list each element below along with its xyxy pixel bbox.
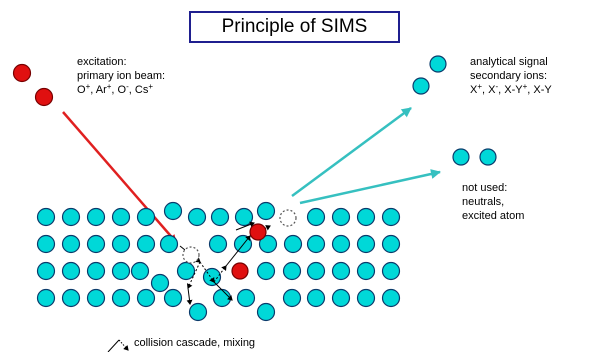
lattice-atom (38, 209, 55, 226)
secondary-ion (413, 78, 429, 94)
neutral-atom (453, 149, 469, 165)
lattice-atom (238, 290, 255, 307)
atom-lattice (38, 203, 400, 321)
lattice-atom (333, 209, 350, 226)
lattice-atom (152, 275, 169, 292)
lattice-atom (63, 236, 80, 253)
lattice-atom (358, 290, 375, 307)
secondary-ion-list: X+, X-, X-Y+, X-Y (470, 83, 552, 97)
lattice-atom (212, 209, 229, 226)
lattice-atom (165, 290, 182, 307)
lattice-atom (358, 263, 375, 280)
collision-cascade-icon (108, 340, 128, 352)
vacancy (183, 247, 199, 263)
excitation-label: excitation: primary ion beam: O+, Ar+, O… (77, 55, 165, 97)
lattice-atom (333, 263, 350, 280)
not-used-line1: not used: (462, 181, 524, 195)
lattice-atom (178, 263, 195, 280)
lattice-atom (308, 290, 325, 307)
analytical-signal-label: analytical signal secondary ions: X+, X-… (470, 55, 552, 97)
lattice-atom (63, 290, 80, 307)
lattice-atom (358, 236, 375, 253)
lattice-atom (38, 263, 55, 280)
lattice-atom (214, 290, 231, 307)
not-used-label: not used: neutrals, excited atom (462, 181, 524, 223)
not-used-line3: excited atom (462, 209, 524, 223)
lattice-atom (113, 263, 130, 280)
not-used-line2: neutrals, (462, 195, 524, 209)
primary-ion (36, 89, 53, 106)
lattice-atom (88, 263, 105, 280)
lattice-atom (113, 290, 130, 307)
collision-cascade-label: collision cascade, mixing (134, 336, 255, 350)
lattice-atom (204, 269, 221, 286)
lattice-atom (358, 209, 375, 226)
lattice-atom (88, 209, 105, 226)
lattice-atom (236, 209, 253, 226)
lattice-atom (258, 304, 275, 321)
lattice-atom (308, 263, 325, 280)
primary-ion-embedded (250, 224, 266, 240)
lattice-atom (113, 209, 130, 226)
lattice-atom (88, 290, 105, 307)
lattice-atom (38, 236, 55, 253)
excitation-line1: excitation: (77, 55, 165, 69)
primary-ion-list: O+, Ar+, O-, Cs+ (77, 83, 165, 97)
analytical-line1: analytical signal (470, 55, 552, 69)
diagram-title: Principle of SIMS (189, 11, 400, 43)
secondary-ion (430, 56, 446, 72)
lattice-atom (383, 236, 400, 253)
lattice-atom (189, 209, 206, 226)
lattice-atom (285, 236, 302, 253)
lattice-atom (165, 203, 182, 220)
lattice-atom (333, 290, 350, 307)
neutral-atom (480, 149, 496, 165)
neutral-arrow (300, 172, 440, 203)
lattice-atom (138, 209, 155, 226)
excitation-line2: primary ion beam: (77, 69, 165, 83)
lattice-atom (132, 263, 149, 280)
lattice-atom (88, 236, 105, 253)
lattice-atom (383, 209, 400, 226)
lattice-atom (383, 290, 400, 307)
lattice-atom (258, 263, 275, 280)
lattice-atom (38, 290, 55, 307)
cascade-trajectory (188, 288, 190, 304)
analytical-line2: secondary ions: (470, 69, 552, 83)
primary-ion (14, 65, 31, 82)
lattice-atom (383, 263, 400, 280)
lattice-atom (63, 263, 80, 280)
lattice-atom (308, 236, 325, 253)
lattice-atom (113, 236, 130, 253)
lattice-atom (333, 236, 350, 253)
lattice-atom (210, 236, 227, 253)
lattice-atom (284, 263, 301, 280)
lattice-atom (284, 290, 301, 307)
lattice-atom (138, 236, 155, 253)
lattice-atom (258, 203, 275, 220)
primary-ion-embedded (232, 263, 248, 279)
lattice-atom (138, 290, 155, 307)
lattice-atom (308, 209, 325, 226)
lattice-atom (161, 236, 178, 253)
vacancy (280, 210, 296, 226)
lattice-atom (63, 209, 80, 226)
lattice-atom (190, 304, 207, 321)
